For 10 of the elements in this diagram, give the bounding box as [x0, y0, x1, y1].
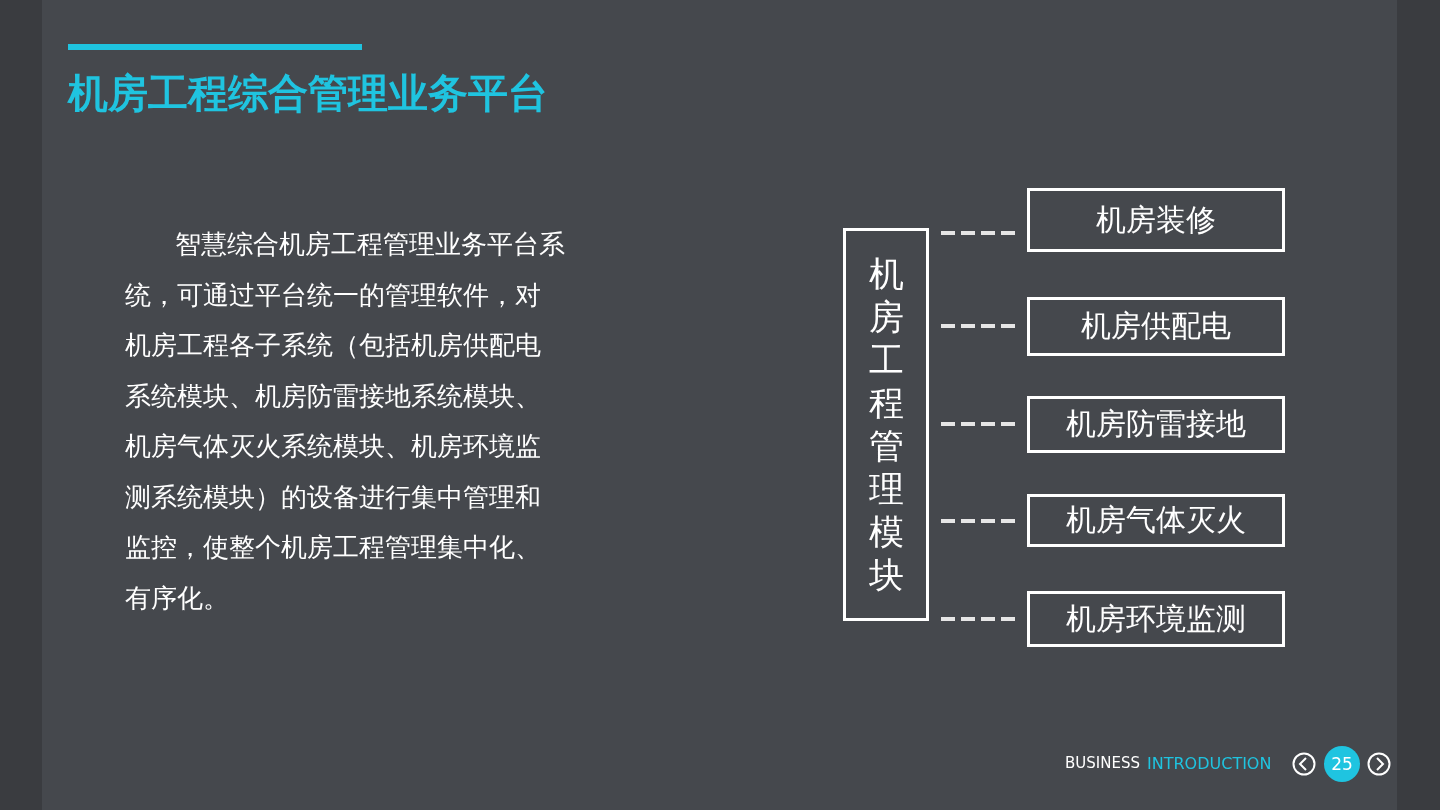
subsystem-box: 机房防雷接地 [1027, 396, 1285, 453]
subsystem-box: 机房装修 [1027, 188, 1285, 252]
footer-text: INTRODUCTION [1147, 754, 1272, 773]
description-paragraph: 智慧综合机房工程管理业务平台系统，可通过平台统一的管理软件，对机房工程各子系统（包括机房供配电系统模块、机房防雷接地系统模块、机房气体灭火系统模块、机房环境监测系统模块）的设备进行集中管理和监控，使整个机房工程管理集中化、有序化。 [125, 228, 566, 615]
subsystem-box: 机房环境监测 [1027, 591, 1285, 647]
footer-text: BUSINESS [1065, 754, 1140, 772]
slide-title: 机房工程综合管理业务平台 [68, 69, 548, 118]
module-box: 机房工程管理模块 [843, 228, 929, 621]
subsystem-box: 机房供配电 [1027, 297, 1285, 356]
subsystem-box: 机房气体灭火 [1027, 494, 1285, 547]
